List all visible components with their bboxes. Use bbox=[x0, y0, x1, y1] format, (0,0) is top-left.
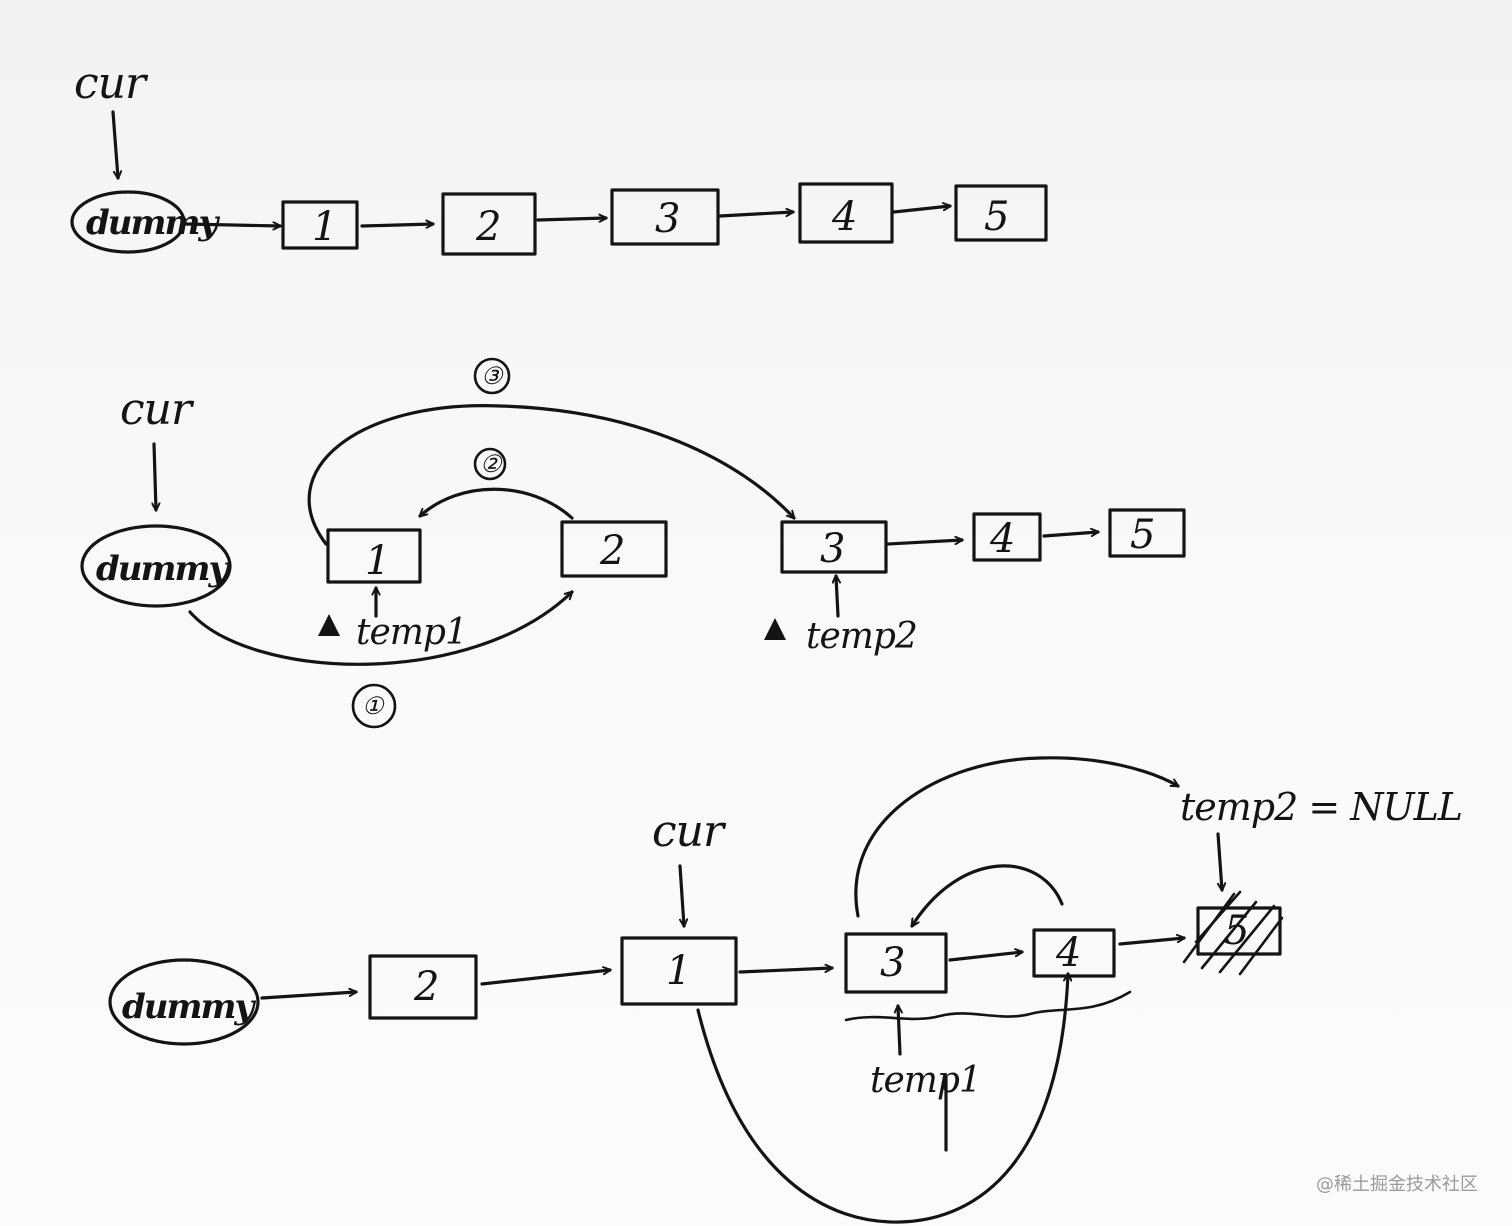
cur-pointer-arrow bbox=[154, 442, 156, 510]
list-node bbox=[780, 520, 888, 574]
panel-3: cur dummy 2 1 3 4 5 temp2 bbox=[108, 756, 1463, 1224]
step-3-label: ③ bbox=[481, 362, 504, 390]
step-3-arrow bbox=[307, 404, 796, 546]
node4-to-node3-arrow bbox=[910, 864, 1064, 926]
link-arrow bbox=[738, 968, 832, 974]
link-arrow bbox=[718, 212, 793, 218]
temp2-pointer-arrow bbox=[1216, 832, 1222, 890]
link-arrow bbox=[260, 992, 356, 1000]
step-1-badge bbox=[351, 683, 397, 729]
dummy-node bbox=[80, 524, 232, 608]
node-label: 4 bbox=[989, 516, 1015, 562]
dummy-node bbox=[70, 190, 186, 254]
cur-pointer-arrow bbox=[111, 110, 118, 178]
node-label: 3 bbox=[820, 526, 845, 572]
link-arrow bbox=[886, 540, 962, 546]
dummy-node bbox=[108, 958, 260, 1046]
step-3-badge bbox=[473, 357, 511, 395]
node-label: 2 bbox=[413, 964, 439, 1010]
crossed-out-node bbox=[1196, 906, 1282, 956]
triangle-marker-icon bbox=[764, 618, 786, 640]
list-node bbox=[954, 184, 1048, 242]
step-1-label: ① bbox=[362, 692, 385, 720]
node-label: 1 bbox=[365, 538, 390, 584]
list-node bbox=[610, 188, 720, 246]
node-label: 3 bbox=[655, 196, 680, 242]
node-label: 1 bbox=[666, 948, 691, 994]
hatch-strike-icon bbox=[1182, 890, 1284, 976]
node-label: 2 bbox=[599, 528, 625, 574]
list-node bbox=[972, 512, 1042, 562]
link-arrow bbox=[892, 206, 950, 214]
node-label: 4 bbox=[831, 194, 857, 240]
step-2-arrow bbox=[418, 487, 574, 520]
wavy-underline bbox=[844, 990, 1132, 1022]
link-arrow bbox=[184, 224, 282, 226]
cur-label: cur bbox=[652, 806, 727, 857]
cur-pointer-arrow bbox=[678, 864, 684, 926]
temp2-label: temp2 bbox=[806, 616, 917, 657]
node1-to-node4-arrow bbox=[696, 974, 1068, 1224]
dummy-label: dummy bbox=[122, 987, 256, 1027]
node-label: 1 bbox=[312, 204, 337, 250]
link-arrow bbox=[480, 970, 610, 986]
link-arrow bbox=[360, 224, 433, 226]
link-arrow bbox=[948, 952, 1022, 962]
panel-1: cur dummy 1 2 3 4 5 bbox=[70, 58, 1048, 256]
temp1-pointer-arrow bbox=[898, 1006, 900, 1056]
list-node bbox=[281, 200, 359, 250]
step-1-arrow bbox=[188, 590, 574, 666]
cur-label: cur bbox=[120, 384, 195, 435]
link-arrow bbox=[1118, 938, 1184, 946]
node3-to-null-arrow bbox=[854, 756, 1178, 918]
list-node bbox=[368, 954, 478, 1020]
temp2-pointer-arrow bbox=[836, 576, 838, 618]
panel-2: cur dummy 1 2 3 4 5 ① ② ③ bbox=[80, 357, 1186, 729]
cur-label: cur bbox=[74, 58, 149, 109]
step-2-badge bbox=[473, 447, 507, 481]
link-arrow bbox=[1042, 532, 1098, 538]
temp1-label: temp1 bbox=[356, 612, 467, 653]
list-node bbox=[620, 936, 738, 1006]
node-label: 3 bbox=[880, 940, 905, 986]
list-node bbox=[1032, 928, 1116, 978]
dummy-label: dummy bbox=[96, 549, 230, 589]
list-node bbox=[560, 520, 668, 578]
list-node bbox=[844, 932, 948, 994]
list-node bbox=[326, 528, 422, 584]
temp1-label: temp1 bbox=[870, 1060, 981, 1101]
list-node bbox=[441, 192, 537, 256]
list-node bbox=[1108, 508, 1186, 558]
step-2-label: ② bbox=[480, 450, 503, 478]
watermark: @稀土掘金技术社区 bbox=[1316, 1174, 1478, 1195]
triangle-marker-icon bbox=[318, 614, 340, 636]
list-node bbox=[798, 182, 894, 244]
node-label: 4 bbox=[1055, 930, 1081, 976]
temp2-null-label: temp2 = NULL bbox=[1180, 785, 1462, 829]
node-label: 2 bbox=[475, 204, 501, 250]
node-label: 5 bbox=[1130, 512, 1155, 558]
link-arrow bbox=[536, 218, 606, 220]
node-label: 5 bbox=[984, 194, 1009, 240]
